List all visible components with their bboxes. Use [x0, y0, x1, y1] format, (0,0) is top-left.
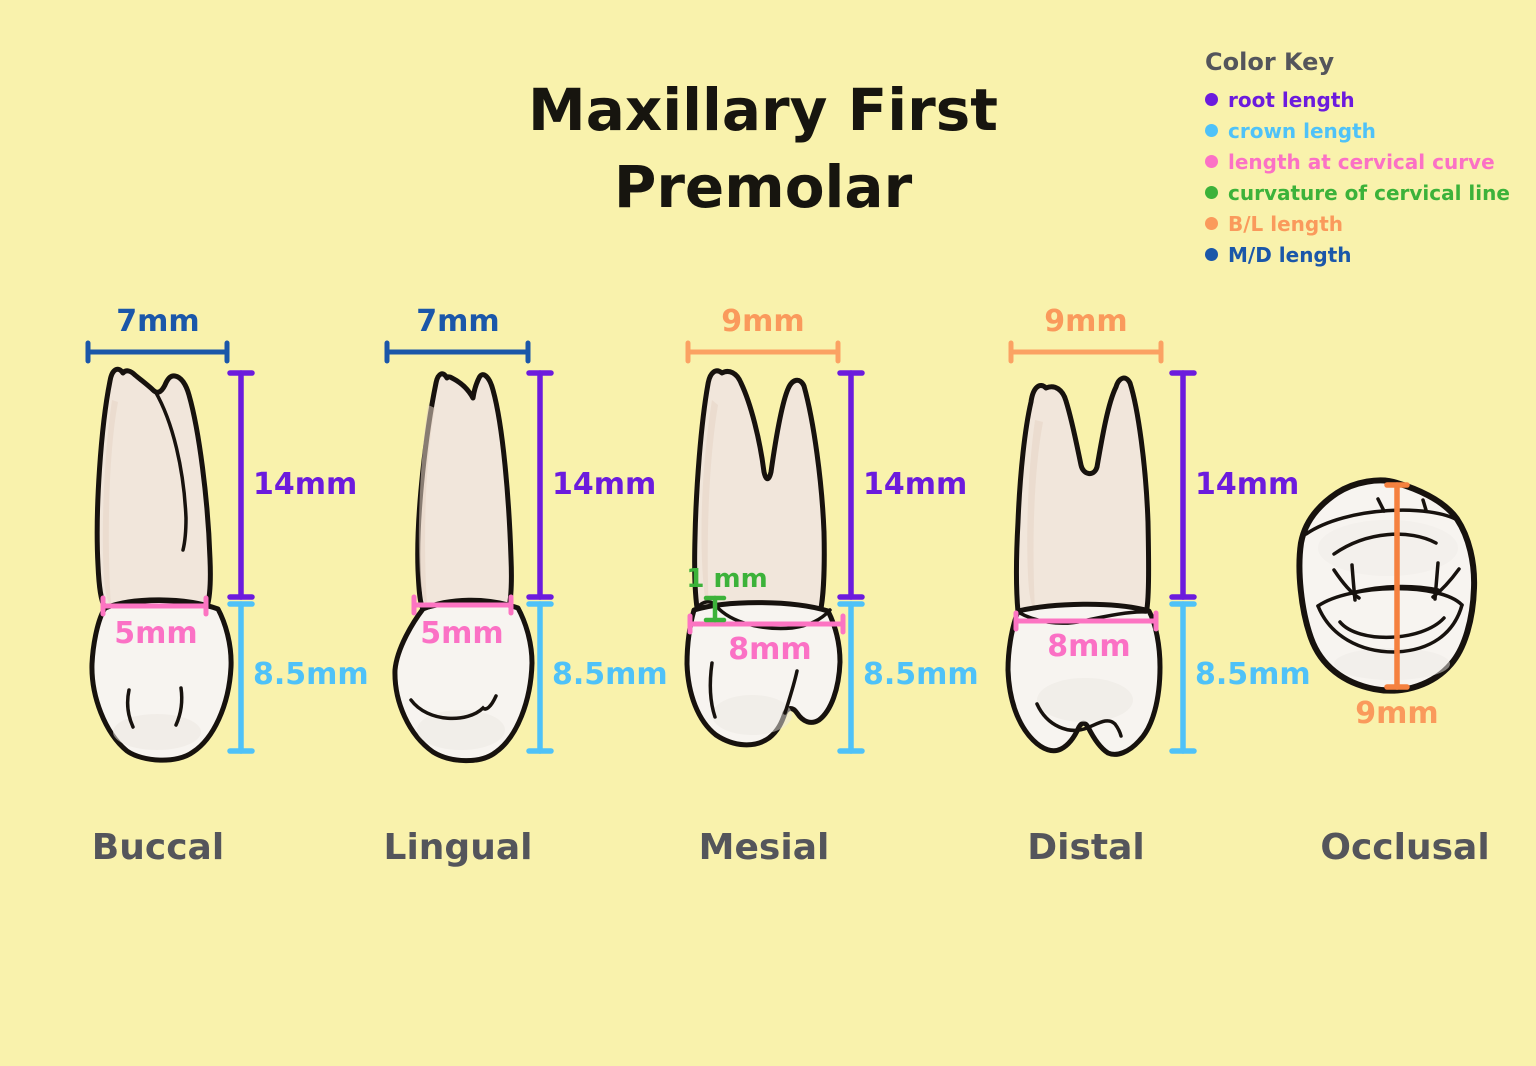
buccal-crown-length-label: 8.5mm [253, 657, 369, 692]
mesial-bl-length-line [685, 340, 841, 364]
legend-label: root length [1228, 87, 1355, 112]
color-key-item-root-length: root length [1205, 84, 1510, 115]
legend-dot-icon [1205, 217, 1218, 230]
view-label-mesial: Mesial [698, 827, 830, 868]
mesial-tooth-illustration [684, 368, 843, 748]
distal-crown-length-label: 8.5mm [1195, 657, 1311, 692]
distal-tooth-illustration [1005, 375, 1163, 757]
buccal-root-length-line [227, 370, 255, 600]
distal-cervical-curve-label: 8mm [1047, 629, 1131, 664]
page-title: Maxillary First Premolar [528, 72, 998, 226]
buccal-cervical-curve-line [100, 595, 209, 617]
lingual-root-length-line [526, 370, 554, 600]
distal-crown-length-line [1169, 601, 1197, 754]
legend-dot-icon [1205, 93, 1218, 106]
mesial-bl-length-label: 9mm [721, 304, 805, 339]
mesial-root-length-label: 14mm [863, 467, 968, 502]
lingual-cervical-curve-line [411, 594, 514, 616]
mesial-cervical-curvature-label: 1 mm [686, 564, 768, 594]
occlusal-bl-length-label: 9mm [1355, 696, 1439, 731]
color-key-item-cervical-line: curvature of cervical line [1205, 177, 1510, 208]
lingual-md-length-label: 7mm [416, 304, 500, 339]
distal-bl-length-line [1008, 340, 1164, 364]
lingual-root-length-label: 14mm [552, 467, 657, 502]
lingual-md-length-line [384, 340, 531, 364]
color-key-item-bl-length: B/L length [1205, 208, 1510, 239]
color-key-heading: Color Key [1205, 48, 1335, 76]
distal-bl-length-label: 9mm [1044, 304, 1128, 339]
legend-label: M/D length [1228, 242, 1352, 267]
view-label-lingual: Lingual [383, 827, 533, 868]
mesial-crown-length-line [837, 601, 865, 754]
lingual-crown-length-line [526, 601, 554, 754]
lingual-crown-length-label: 8.5mm [552, 657, 668, 692]
legend-dot-icon [1205, 124, 1218, 137]
legend-label: B/L length [1228, 211, 1344, 236]
distal-root-length-label: 14mm [1195, 467, 1300, 502]
buccal-crown-length-line [227, 601, 255, 754]
legend-dot-icon [1205, 248, 1218, 261]
buccal-md-length-line [85, 340, 230, 364]
view-label-buccal: Buccal [91, 827, 225, 868]
legend-dot-icon [1205, 186, 1218, 199]
color-key-item-md-length: M/D length [1205, 239, 1510, 270]
buccal-cervical-curve-label: 5mm [114, 616, 198, 651]
buccal-md-length-label: 7mm [116, 304, 200, 339]
mesial-cervical-curve-label: 8mm [728, 632, 812, 667]
mesial-crown-length-label: 8.5mm [863, 657, 979, 692]
mesial-root-length-line [837, 370, 865, 600]
mesial-cervical-curve-line [687, 613, 846, 635]
occlusal-tooth-illustration [1296, 477, 1478, 694]
legend-label: curvature of cervical line [1228, 180, 1510, 205]
distal-root-length-line [1169, 370, 1197, 600]
color-key-item-cervical-curve: length at cervical curve [1205, 146, 1510, 177]
lingual-cervical-curve-label: 5mm [420, 616, 504, 651]
view-label-distal: Distal [1027, 827, 1145, 868]
legend-dot-icon [1205, 155, 1218, 168]
legend-label: crown length [1228, 118, 1376, 143]
legend-label: length at cervical curve [1228, 149, 1495, 174]
buccal-tooth-illustration [89, 366, 234, 763]
color-key-item-crown-length: crown length [1205, 115, 1510, 146]
title-line-1: Maxillary First [527, 76, 999, 144]
view-label-occlusal: Occlusal [1320, 827, 1490, 868]
title-line-2: Premolar [613, 153, 913, 222]
distal-cervical-curve-line [1013, 610, 1159, 632]
lingual-tooth-illustration [392, 371, 535, 764]
color-key: Color Key root length crown length lengt… [1205, 48, 1510, 270]
buccal-root-length-label: 14mm [253, 467, 358, 502]
occlusal-bl-length-line [1384, 482, 1410, 690]
mesial-cervical-curvature-line [703, 595, 727, 623]
